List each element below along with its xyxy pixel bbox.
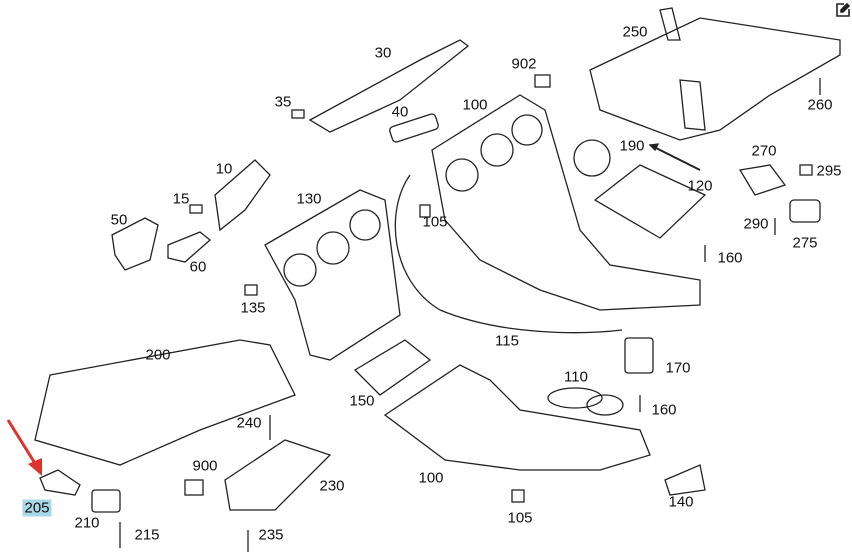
callout-105: 105 (422, 213, 448, 231)
callout-50: 50 (110, 211, 128, 229)
callout-160: 160 (651, 401, 677, 419)
callout-130: 130 (296, 190, 322, 208)
callout-230: 230 (319, 477, 345, 495)
callout-35: 35 (274, 93, 292, 111)
part-110 (547, 387, 603, 409)
part-150 (353, 339, 432, 396)
callout-115: 115 (495, 332, 519, 350)
callout-100: 100 (462, 96, 488, 114)
callout-250: 250 (622, 23, 648, 41)
part-115 (394, 174, 623, 334)
part-250 (589, 17, 841, 141)
callout-160: 160 (717, 249, 743, 267)
screws (119, 78, 821, 552)
part-30 (308, 39, 470, 133)
part-40 (389, 113, 439, 143)
callout-190: 190 (619, 137, 645, 155)
part-205 (39, 469, 81, 496)
part-270 (738, 164, 787, 196)
part-10 (214, 159, 271, 232)
callout-205: 205 (22, 499, 52, 517)
callout-30: 30 (374, 44, 392, 62)
part-100-lower (383, 364, 651, 471)
callout-210: 210 (74, 514, 100, 532)
callout-110: 110 (564, 368, 588, 386)
callout-290: 290 (743, 215, 769, 233)
callout-40: 40 (391, 103, 409, 121)
callout-240: 240 (236, 414, 262, 432)
callout-140: 140 (668, 493, 694, 511)
callout-60: 60 (189, 258, 207, 276)
callout-270: 270 (751, 142, 777, 160)
callout-902: 902 (511, 55, 537, 73)
part-120 (593, 164, 707, 239)
part-60 (167, 231, 212, 263)
callout-295: 295 (816, 162, 842, 180)
part-200 (34, 339, 296, 466)
part-140 (664, 464, 706, 496)
callout-275: 275 (792, 234, 818, 252)
callout-900: 900 (192, 457, 218, 475)
part-50 (111, 217, 159, 271)
part-210 (91, 489, 121, 513)
callout-100: 100 (418, 469, 444, 487)
part-170 (624, 337, 654, 374)
part-100-upper (431, 94, 701, 311)
part-130 (264, 189, 401, 361)
callout-235: 235 (258, 526, 284, 544)
callout-135: 135 (240, 299, 266, 317)
callout-170: 170 (665, 359, 691, 377)
callout-215: 215 (134, 526, 160, 544)
callout-105: 105 (507, 509, 533, 527)
part-230 (224, 439, 332, 511)
callout-150: 150 (349, 392, 375, 410)
edit-icon[interactable] (836, 3, 850, 17)
callout-10: 10 (215, 160, 233, 178)
part-190 (573, 139, 611, 177)
red-arrow-icon (6, 419, 42, 476)
part-275 (789, 199, 821, 223)
callout-200: 200 (145, 346, 171, 364)
callout-15: 15 (172, 190, 190, 208)
callout-260: 260 (807, 96, 833, 114)
callout-120: 120 (687, 177, 713, 195)
